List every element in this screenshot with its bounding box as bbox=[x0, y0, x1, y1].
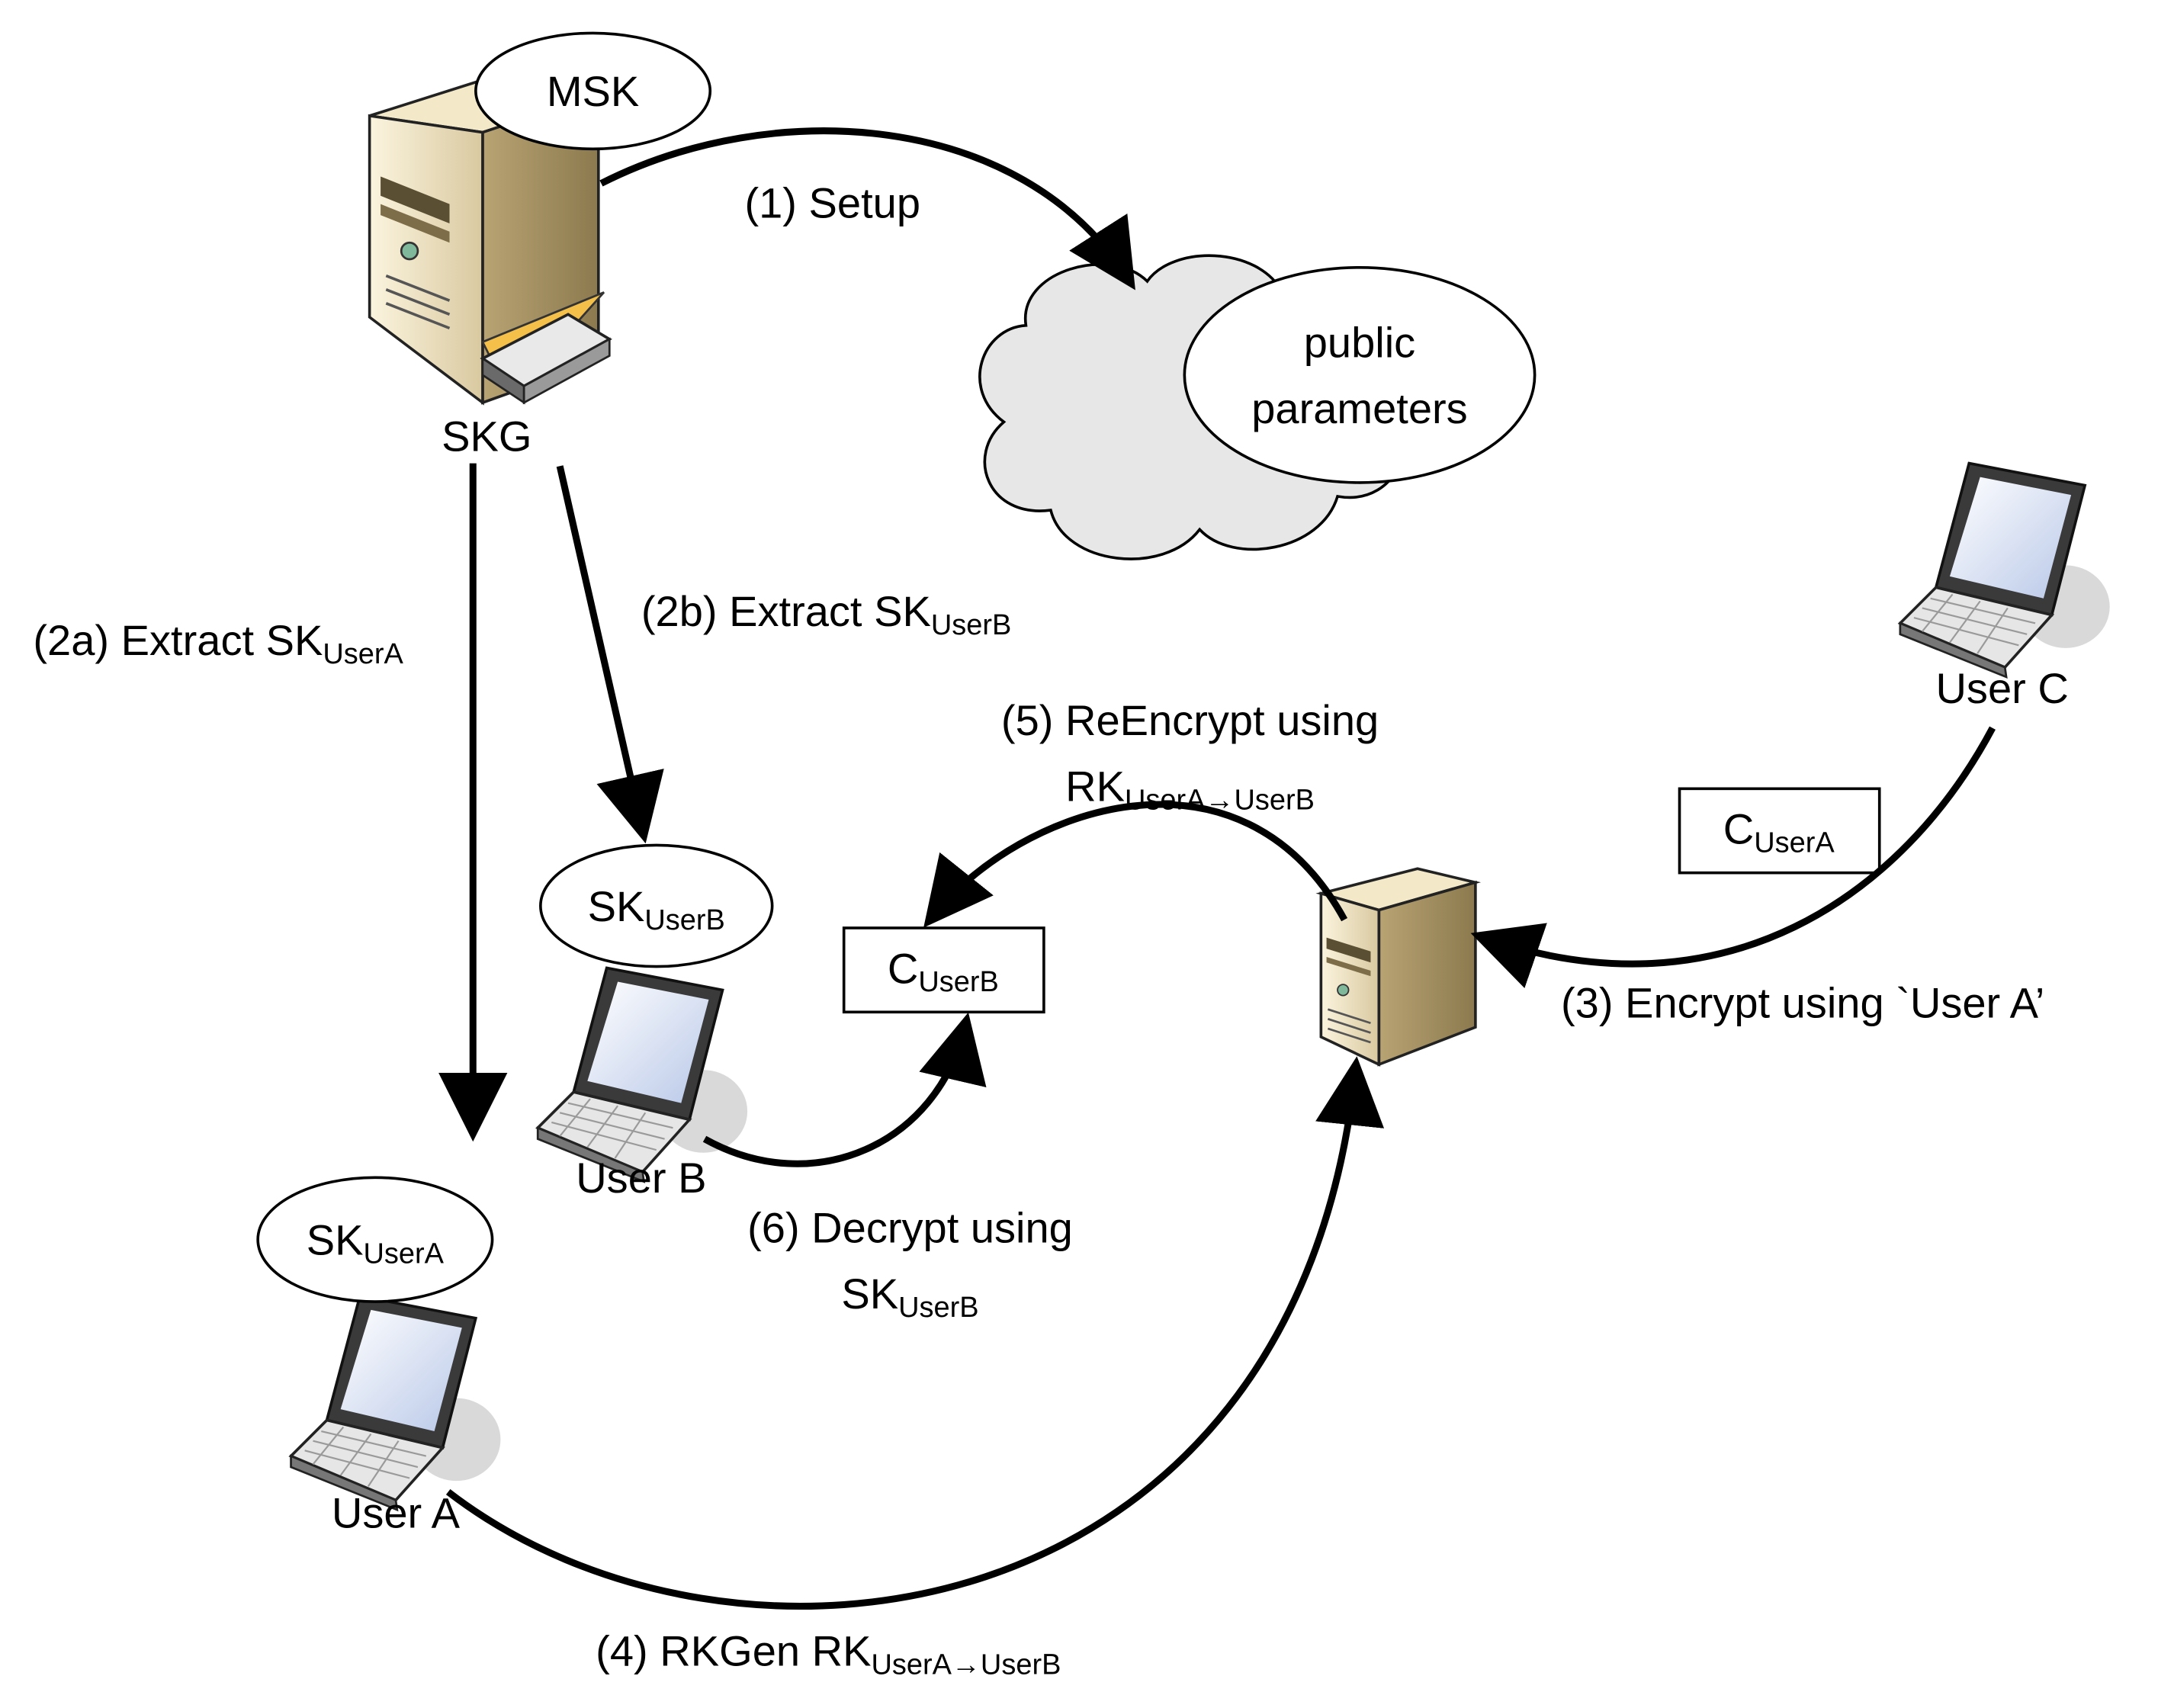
step-decrypt-line1: (6) Decrypt using bbox=[747, 1203, 1073, 1251]
arrow-decrypt bbox=[702, 1012, 987, 1167]
user-a-laptop-icon bbox=[289, 1294, 503, 1511]
arrow-setup bbox=[599, 127, 1135, 291]
msk-label: MSK bbox=[547, 67, 639, 115]
c-user-b-box bbox=[842, 926, 1045, 1014]
step-decrypt-line2: SKUserB bbox=[841, 1270, 978, 1324]
user-c-label: User C bbox=[1935, 664, 2068, 712]
arrow-extract-b bbox=[556, 465, 664, 844]
public-parameters-ellipse bbox=[1183, 266, 1537, 484]
msk-ellipse bbox=[474, 31, 712, 151]
skg-server-icon bbox=[368, 79, 612, 406]
arrow-reencrypt bbox=[923, 801, 1348, 928]
user-b-laptop-icon bbox=[536, 966, 749, 1183]
arrow-rkgen bbox=[445, 1056, 1384, 1610]
c-user-a-box bbox=[1678, 787, 1881, 875]
sk-user-a-ellipse bbox=[256, 1176, 494, 1303]
sk-user-b-ellipse bbox=[539, 843, 774, 968]
sk-user-b-label: SKUserB bbox=[588, 882, 725, 936]
arrow-encrypt bbox=[1470, 726, 1996, 988]
skg-label: SKG bbox=[442, 412, 531, 460]
user-b-label: User B bbox=[576, 1154, 706, 1202]
user-a-label: User A bbox=[332, 1489, 461, 1537]
user-c-laptop-icon bbox=[1899, 461, 2111, 679]
step-rkgen-label: (4) RKGen RKUserA→UserB bbox=[596, 1626, 1061, 1681]
sk-user-a-label: SKUserA bbox=[307, 1216, 445, 1270]
c-user-b-label: CUserB bbox=[888, 944, 999, 998]
step-extract-b-label: (2b) Extract SKUserB bbox=[641, 587, 1012, 641]
step-reencrypt-line1: (5) ReEncrypt using bbox=[1001, 696, 1379, 744]
public-parameters-line1: public bbox=[1304, 318, 1415, 366]
step-setup-label: (1) Setup bbox=[744, 179, 920, 227]
step-reencrypt-line2: RKUserA→UserB bbox=[1065, 762, 1315, 817]
step-encrypt-label: (3) Encrypt using `User A’ bbox=[1561, 979, 2044, 1027]
c-user-a-label: CUserA bbox=[1723, 805, 1835, 859]
step-extract-a-label: (2a) Extract SKUserA bbox=[33, 616, 403, 670]
public-parameters-line2: parameters bbox=[1251, 384, 1467, 432]
proxy-server-icon bbox=[1315, 867, 1482, 1067]
